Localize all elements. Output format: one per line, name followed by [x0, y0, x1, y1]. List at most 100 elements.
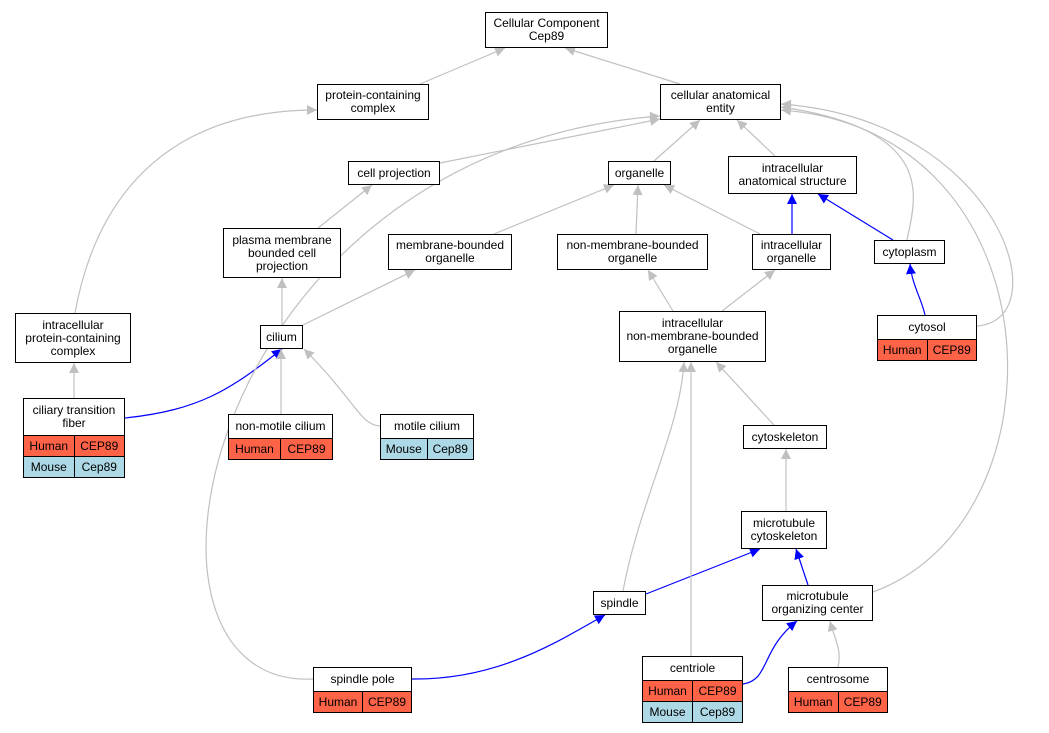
node-label: microtubule organizing center — [771, 589, 864, 616]
gene-symbol: Cep89 — [426, 439, 473, 459]
edge-spindle-to-microtubule-cytoskeleton — [645, 548, 761, 595]
root-title: Cellular Component — [493, 16, 600, 30]
node-label: non-motile cilium — [235, 419, 326, 433]
node-protein-containing-complex[interactable]: protein-containing complex — [317, 84, 429, 120]
edge-microtubule-organizing-center-to-microtubule-cytoskeleton — [794, 548, 809, 586]
edge-organelle-to-cellular-anatomical-entity — [653, 119, 701, 162]
node-label: cytoskeleton — [751, 429, 819, 444]
node-label: motile cilium — [393, 419, 460, 433]
node-label: cytoplasm — [882, 244, 937, 259]
node-label: cytosol — [908, 320, 946, 334]
edge-cytoplasm-to-intracellular-anatomical-structure — [817, 193, 894, 241]
edge-protein-containing-complex-to-root — [419, 47, 506, 85]
node-label: cellular anatomical entity — [670, 88, 771, 115]
edge-membrane-bounded-organelle-to-organelle — [493, 184, 615, 235]
species-name: Mouse — [381, 439, 427, 459]
edge-cilium-to-membrane-bounded-organelle — [302, 269, 416, 326]
node-label: centriole — [669, 661, 716, 675]
edge-cytosol-to-cellular-anatomical-entity — [780, 99, 1014, 327]
node-label: membrane-bounded organelle — [395, 238, 505, 265]
node-non-membrane-bounded-organelle[interactable]: non-membrane-bounded organelle — [557, 234, 708, 270]
node-microtubule-organizing-center[interactable]: microtubule organizing center — [762, 585, 873, 621]
edge-intracellular-organelle-to-organelle — [663, 184, 761, 235]
edge-spindle-pole-to-spindle — [411, 614, 606, 680]
species-name: Mouse — [643, 702, 692, 722]
edge-ciliary-transition-fiber-to-cilium — [124, 348, 283, 419]
gene-symbol: CEP89 — [73, 436, 124, 456]
gene-symbol: CEP89 — [692, 681, 742, 701]
node-label: intracellular anatomical structure — [738, 161, 847, 188]
edge-centrosome-to-microtubule-organizing-center — [827, 620, 840, 668]
edge-intracellular-non-membrane-bounded-organelle-to-non-membrane-bounded-organelle — [647, 269, 674, 312]
node-label: plasma membrane bounded cell projection — [232, 232, 332, 273]
edge-spindle-to-intracellular-non-membrane-bounded-organelle — [622, 361, 689, 592]
gene-symbol: CEP89 — [362, 692, 411, 712]
edge-intracellular-anatomical-structure-to-cellular-anatomical-entity — [736, 119, 776, 157]
node-cilium[interactable]: cilium — [260, 325, 303, 349]
node-label: protein-containing complex — [325, 88, 421, 115]
node-plasma-membrane-bounded-cell-projection[interactable]: plasma membrane bounded cell projection — [223, 228, 341, 278]
node-intracellular-protein-containing-complex[interactable]: intracellular protein-containing complex — [15, 313, 131, 363]
gene-symbol: Cep89 — [692, 702, 742, 722]
node-intracellular-anatomical-structure[interactable]: intracellular anatomical structure — [728, 156, 857, 194]
species-name: Human — [24, 436, 74, 456]
species-name: Human — [643, 681, 692, 701]
node-label: intracellular non-membrane-bounded organ… — [626, 316, 759, 356]
edge-non-membrane-bounded-organelle-to-organelle — [632, 184, 643, 235]
node-label: organelle — [614, 165, 665, 180]
node-label: intracellular protein-containing complex — [25, 317, 121, 358]
node-label: ciliary transition fiber — [32, 403, 116, 430]
edge-microtubule-organizing-center-to-cellular-anatomical-entity — [780, 105, 1009, 593]
node-label: centrosome — [806, 672, 870, 686]
node-membrane-bounded-organelle[interactable]: membrane-bounded organelle — [388, 234, 512, 270]
node-spindle[interactable]: spindle — [593, 591, 646, 615]
edge-intracellular-non-membrane-bounded-organelle-to-intracellular-organelle — [721, 269, 776, 312]
node-label: cilium — [266, 329, 297, 344]
node-intracellular-non-membrane-bounded-organelle[interactable]: intracellular non-membrane-bounded organ… — [619, 311, 766, 362]
node-intracellular-organelle[interactable]: intracellular organelle — [752, 234, 831, 270]
node-label: cell projection — [357, 165, 431, 180]
root-gene: Cep89 — [528, 29, 565, 43]
gene-symbol: Cep89 — [73, 457, 124, 477]
edge-intracellular-protein-containing-complex-to-protein-containing-complex — [74, 105, 318, 314]
edge-cytosol-to-cytoplasm — [905, 263, 926, 316]
node-cell-projection[interactable]: cell projection — [348, 161, 440, 185]
species-name: Human — [789, 692, 838, 712]
edge-cellular-anatomical-entity-to-root — [564, 46, 681, 85]
node-organelle[interactable]: organelle — [608, 161, 671, 185]
node-microtubule-cytoskeleton[interactable]: microtubule cytoskeleton — [741, 511, 827, 549]
edge-cytoskeleton-to-intracellular-non-membrane-bounded-organelle — [715, 361, 775, 426]
node-label: spindle pole — [330, 672, 395, 686]
species-name: Mouse — [24, 457, 74, 477]
node-cellular-anatomical-entity[interactable]: cellular anatomical entity — [660, 84, 781, 120]
edge-motile-cilium-to-cilium — [303, 348, 381, 427]
node-cytoskeleton[interactable]: cytoskeleton — [743, 425, 827, 449]
edge-plasma-membrane-bounded-cell-projection-to-cell-projection — [317, 184, 373, 229]
gene-symbol: CEP89 — [280, 439, 332, 459]
node-cytoplasm[interactable]: cytoplasm — [874, 240, 945, 264]
gene-symbol: CEP89 — [837, 692, 887, 712]
species-name: Human — [314, 692, 362, 712]
node-label: microtubule cytoskeleton — [750, 516, 818, 543]
node-label: non-membrane-bounded organelle — [566, 238, 699, 265]
edge-spindle-pole-to-cellular-anatomical-entity — [205, 111, 661, 680]
